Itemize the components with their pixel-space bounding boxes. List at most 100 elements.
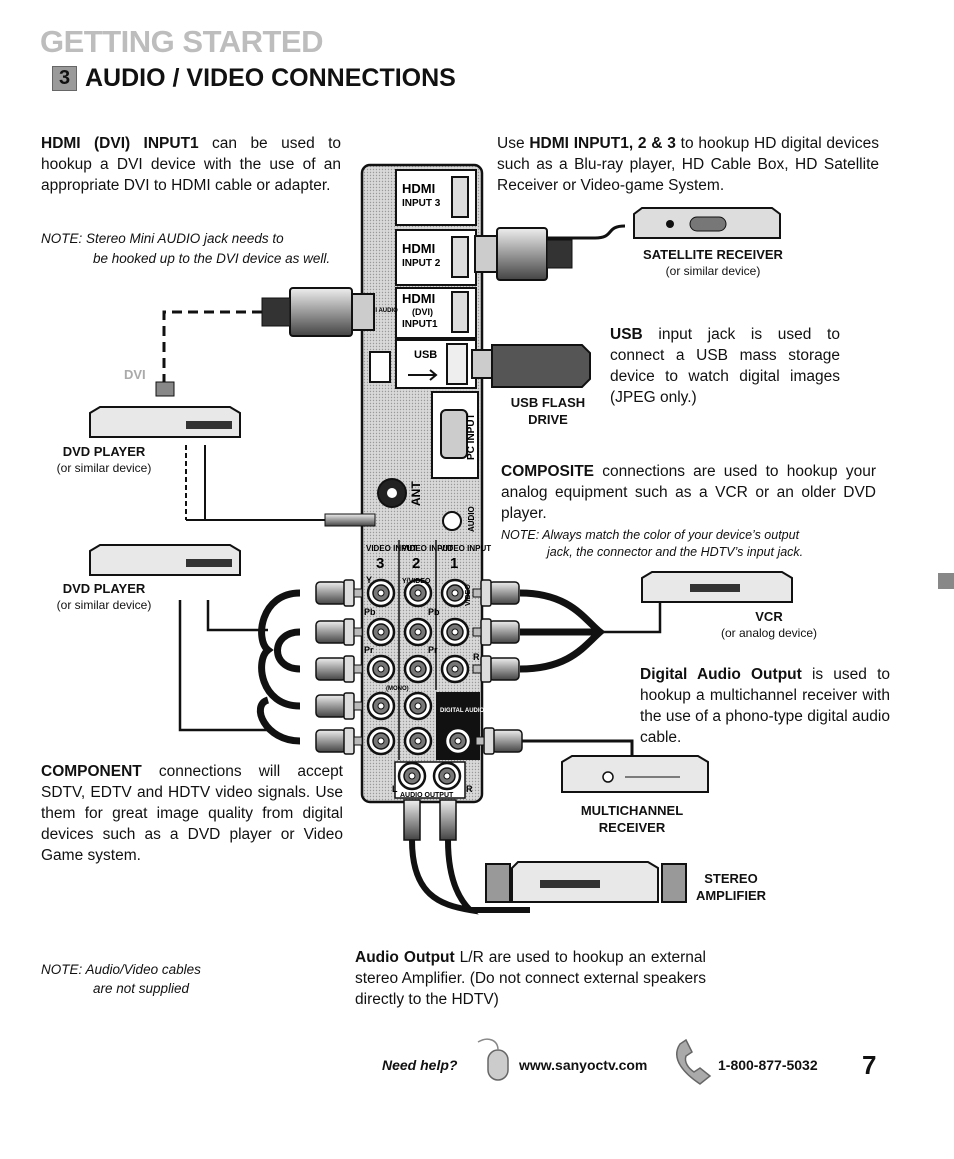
usb-text: input jack is used to connect a USB mass… (610, 326, 840, 406)
page-title-text: AUDIO / VIDEO CONNECTIONS (85, 64, 456, 92)
video-input-2-number: 2 (412, 555, 420, 572)
hdmi-inputs-pre: Use (497, 135, 530, 152)
pr-label-2: Pr (428, 645, 438, 655)
component-paragraph: COMPONENT connections will accept SDTV, … (41, 761, 343, 866)
digital-audio-text: is used to hookup a multichannel receive… (640, 666, 890, 746)
audio-output-cables (403, 799, 530, 915)
multichannel-receiver-device (561, 755, 709, 793)
r-label-1: R (473, 652, 480, 662)
usb-port (446, 343, 468, 385)
video-input-1-label: VIDEO INPUT (440, 544, 491, 553)
usb-port-label: USB (414, 349, 437, 361)
dvd1-label: DVD PLAYER (or similar device) (40, 443, 168, 477)
hdmi-logo-1: HDMI (402, 291, 435, 306)
multichannel-name-1: MULTICHANNEL (580, 803, 684, 818)
amplifier-label: STEREO AMPLIFIER (688, 870, 774, 904)
video-label: VIDEO (465, 584, 472, 606)
hdmi2-label: INPUT 2 (402, 258, 441, 269)
audio-output-paragraph: Audio Output L/R are used to hookup an e… (355, 947, 706, 1010)
cables-note: NOTE: Audio/Video cables are not supplie… (41, 960, 261, 998)
dvd1-sub: (or similar device) (56, 461, 152, 475)
hdmi-inputs-bold: HDMI INPUT1, 2 & 3 (529, 135, 676, 152)
dvi-label: DVI (124, 367, 146, 382)
page-title: 3 AUDIO / VIDEO CONNECTIONS (52, 64, 456, 93)
amplifier-name-1: STEREO (704, 871, 758, 886)
audio-mini-label: AUDIO (467, 506, 476, 532)
dvi-cable (155, 287, 375, 397)
amplifier-name-2: AMPLIFIER (695, 888, 767, 903)
usb-drive-name-1: USB FLASH (510, 395, 586, 410)
mono-label: (MONO) (386, 686, 409, 692)
hdmi3-label: INPUT 3 (402, 198, 441, 209)
digital-audio-cable (475, 727, 634, 761)
satellite-receiver-device (545, 207, 781, 240)
speaker-left-icon (485, 863, 511, 903)
note-text: : Stereo Mini AUDIO jack needs to (78, 231, 284, 246)
hdmi-inputs-paragraph: Use HDMI INPUT1, 2 & 3 to hookup HD digi… (497, 133, 879, 196)
note-label: NOTE (41, 231, 79, 246)
hdmi-inputs-text: to hookup HD digital devices such as a B… (497, 135, 879, 194)
composite-paragraph: COMPOSITE connections are used to hookup… (501, 461, 876, 524)
hdmi-dvi-text: can be used to hookup a DVI device with … (41, 135, 342, 194)
pc-input-label: PC INPUT (466, 413, 477, 460)
audio-output-bold: Audio Output (355, 949, 455, 966)
need-help-text: Need help? (382, 1057, 458, 1073)
satellite-sub: (or similar device) (665, 264, 761, 278)
vga-port (440, 409, 468, 459)
satellite-label: SATELLITE RECEIVER (or similar device) (634, 246, 792, 280)
stereo-amplifier-device (485, 861, 687, 903)
usb-drive-label: USB FLASH DRIVE (505, 394, 591, 428)
video-input-3-number: 3 (376, 555, 384, 572)
speaker-right-icon (661, 863, 687, 903)
usb-bold: USB (610, 326, 643, 343)
note-text-rest: jack, the connector and the HDTV’s input… (547, 545, 804, 559)
digital-audio-paragraph: Digital Audio Output is used to hookup a… (640, 664, 890, 748)
hdmi1-label: INPUT1 (402, 319, 438, 330)
composite-cables (472, 579, 662, 683)
hdmi-cable (474, 227, 573, 281)
multichannel-name-2: RECEIVER (598, 820, 666, 835)
satellite-name: SATELLITE RECEIVER (643, 247, 783, 262)
composite-text: connections are used to hookup your anal… (501, 463, 876, 522)
component-cables (178, 579, 363, 755)
hdmi-dvi-paragraph: HDMI (DVI) INPUT1 can be used to hookup … (41, 133, 341, 196)
usb-symbol-icon (408, 369, 438, 381)
dvd-player-1-device (89, 406, 376, 527)
audio-mini-jack (442, 511, 462, 531)
hdmi-dvi-bold: HDMI (DVI) INPUT1 (41, 135, 199, 152)
l-label: L (392, 784, 398, 794)
dvd2-label: DVD PLAYER (or similar device) (40, 580, 168, 614)
pr-label-3: Pr (364, 645, 374, 655)
audio-output-panel-label: AUDIO OUTPUT (400, 792, 454, 799)
note-text: : Always match the color of your device’… (535, 528, 800, 542)
website-link[interactable]: www.sanyoctv.com (519, 1057, 648, 1073)
hdmi1-port (451, 291, 469, 333)
dvi-audio-label: DVI AUDIO (367, 308, 398, 314)
page-number: 7 (862, 1050, 877, 1080)
dvd2-name: DVD PLAYER (62, 581, 146, 596)
note-text-rest: are not supplied (93, 981, 190, 996)
note-text: : Audio/Video cables (78, 962, 201, 977)
page-tab-marker (938, 573, 954, 589)
dvd-player-2-device (89, 544, 241, 576)
component-text: connections will accept SDTV, EDTV and H… (41, 763, 343, 864)
mouse-icon (477, 1038, 509, 1081)
tv-back-panel: HDMI INPUT 3 HDMI INPUT 2 HDMI (DVI) INP… (360, 163, 511, 804)
digital-audio-bold: Digital Audio Output (640, 666, 802, 683)
phone-icon (676, 1038, 712, 1085)
hdmi3-port (451, 176, 469, 218)
r-label: R (466, 784, 473, 794)
note-label: NOTE (41, 962, 79, 977)
composite-note: NOTE: Always match the color of your dev… (501, 527, 891, 561)
video-input-2-label: VIDEO INPUT (402, 544, 453, 553)
hdmi-logo-3: HDMI (402, 181, 435, 196)
dvd2-sub: (or similar device) (56, 598, 152, 612)
vcr-device (641, 571, 793, 603)
video-input-3-label: VIDEO INPUT (366, 544, 417, 553)
hdmi-logo-2: HDMI (402, 241, 435, 256)
step-badge: 3 (52, 66, 77, 91)
note-text-rest: be hooked up to the DVI device as well. (93, 251, 331, 266)
usb-drive-name-2: DRIVE (528, 412, 568, 427)
vcr-name: VCR (755, 609, 783, 624)
